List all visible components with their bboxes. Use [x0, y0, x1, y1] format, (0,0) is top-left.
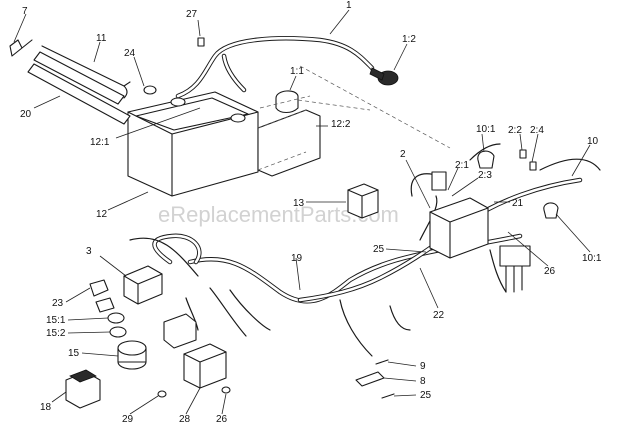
callout-1-2: 1:2: [402, 34, 416, 45]
switch-15: [117, 340, 147, 370]
part-25b: [381, 393, 395, 399]
callout-11: 11: [96, 33, 107, 44]
connector-10-1: [477, 150, 495, 169]
callout-7: 7: [22, 6, 28, 17]
callout-23: 23: [52, 298, 64, 309]
nut-24: [143, 85, 157, 95]
battery-plate: [257, 109, 321, 177]
hold-down-rods: [27, 45, 131, 125]
boot-1-1: [275, 90, 299, 114]
callout-15: 15: [68, 348, 80, 359]
part-26: [221, 386, 231, 394]
callout-12-2: 12:2: [331, 119, 351, 130]
callout-15-1: 15:1: [46, 315, 66, 326]
switch-18: [65, 369, 101, 409]
callout-20: 20: [20, 109, 32, 120]
callout-2-2: 2:2: [508, 125, 522, 136]
callout-12-1: 12:1: [90, 137, 110, 148]
callout-28: 28: [179, 414, 191, 425]
callout-19: 19: [291, 253, 303, 264]
module-3: [123, 265, 163, 305]
callout-1: 1: [346, 0, 352, 11]
callout-25a: 25: [373, 244, 385, 255]
callout-27: 27: [186, 9, 198, 20]
callout-2-4: 2:4: [530, 125, 544, 136]
relay-cluster: [429, 171, 531, 293]
callout-26b: 26: [216, 414, 228, 425]
battery-cable-1: [175, 36, 399, 99]
dashes-top: [259, 65, 451, 149]
part-23: [89, 279, 109, 297]
callout-2: 2: [400, 149, 406, 160]
callout-13: 13: [293, 198, 305, 209]
ring-15-2: [109, 326, 127, 338]
clamp-7: [9, 39, 33, 57]
fasteners-2-2: [519, 149, 537, 171]
callout-8: 8: [420, 376, 426, 387]
relay-13: [347, 183, 379, 219]
callout-26a: 26: [544, 266, 556, 277]
part-23b: [95, 297, 115, 313]
leaders: [13, 9, 591, 415]
callout-10-1a: 10:1: [476, 124, 496, 135]
callout-12: 12: [96, 209, 108, 220]
callout-10: 10: [587, 136, 599, 147]
callout-22: 22: [433, 310, 445, 321]
ring-15-1: [107, 312, 125, 324]
callout-2-1: 2:1: [455, 160, 469, 171]
callout-15-2: 15:2: [46, 328, 66, 339]
callout-21: 21: [512, 198, 524, 209]
screw-27: [197, 37, 205, 47]
callout-25b: 25: [420, 390, 432, 401]
module-28: [183, 343, 227, 389]
callout-3: 3: [86, 246, 92, 257]
callout-18: 18: [40, 402, 52, 413]
callout-9: 9: [420, 361, 426, 372]
part-29: [157, 390, 167, 398]
part-9: [375, 359, 389, 365]
callout-24: 24: [124, 48, 136, 59]
callout-1-1: 1:1: [290, 66, 304, 77]
callout-2-3: 2:3: [478, 170, 492, 181]
callout-10-1b: 10:1: [582, 253, 602, 264]
battery: [127, 91, 259, 197]
callout-29: 29: [122, 414, 134, 425]
connector-block: [163, 313, 197, 349]
part-8: [355, 371, 385, 387]
callouts: 7 27 1 11 24 1:2 1:1 20 12:1 12:2 10:1 2…: [20, 0, 602, 425]
plate-dash: [257, 109, 307, 171]
connector-10-1b: [543, 202, 559, 219]
